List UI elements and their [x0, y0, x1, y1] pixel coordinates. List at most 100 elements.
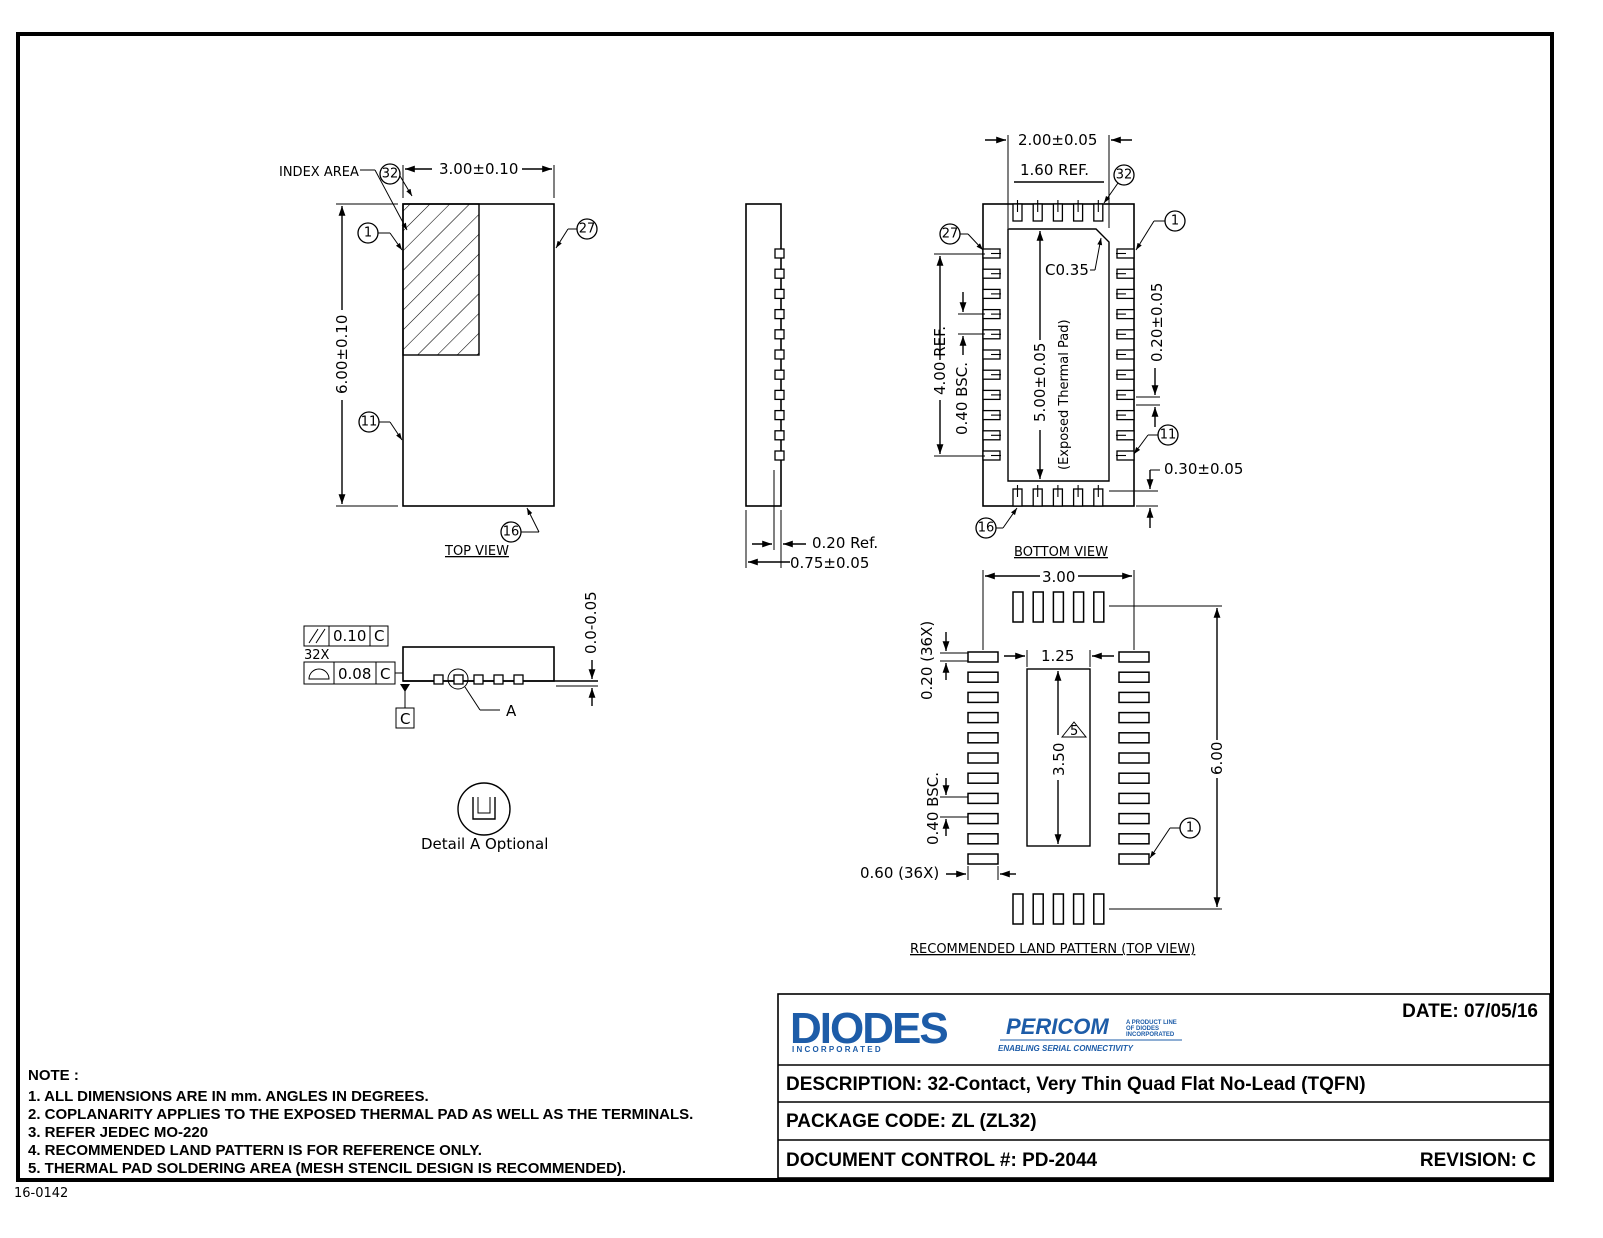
lp-right-pad [1118, 711, 1150, 724]
detail-ref: A [506, 702, 517, 720]
lp-top-pad [1052, 591, 1065, 623]
note-5: 5. THERMAL PAD SOLDERING AREA (MESH STEN… [28, 1160, 626, 1177]
notes: NOTE : 1. ALL DIMENSIONS ARE IN mm. ANGL… [28, 1067, 693, 1177]
side-lead [774, 329, 785, 340]
side-lead [774, 369, 785, 380]
bv-pitch: 0.40 BSC. [953, 362, 971, 435]
pericom-tag-1: A PRODUCT LINE [1126, 1020, 1177, 1026]
bottom-view: 2.00±0.05 1.60 REF. C0.35 5.00±0.05 (Exp… [931, 131, 1243, 560]
lp-left-pad [967, 691, 999, 704]
side-ref-dim: 0.20 Ref. [812, 534, 878, 552]
lp-bottom-pad [1012, 893, 1024, 925]
lp-pad-length: 0.60 (36X) [860, 864, 939, 882]
lp-left-pad [967, 812, 999, 825]
land-pattern: 3.00 1.25 3.50 5 6.00 0.20 (36X) 0.40 BS… [860, 568, 1226, 957]
lp-right-pad [1118, 671, 1150, 683]
lp-pin-1: 1 [1186, 821, 1194, 836]
pericom-logo: PERICOM [1006, 1014, 1109, 1039]
bottom-lead [473, 674, 484, 685]
tb-revision: REVISION: C [1420, 1150, 1536, 1171]
bv-lead-length: 0.30±0.05 [1164, 460, 1243, 478]
lp-bottom-pad [1093, 893, 1105, 925]
lp-center-length: 3.50 [1050, 743, 1068, 776]
pericom-logo-sub: ENABLING SERIAL CONNECTIVITY [998, 1044, 1134, 1053]
lp-left-pad [967, 671, 999, 683]
lp-top-pad [1093, 591, 1105, 623]
lp-right-pad [1118, 752, 1150, 764]
tb-doc-control: DOCUMENT CONTROL #: PD-2044 [786, 1150, 1098, 1171]
lp-top-pad [1072, 591, 1085, 623]
notes-title: NOTE : [28, 1067, 79, 1084]
bv-pin-11: 11 [1160, 428, 1177, 443]
lp-left-pad [967, 853, 999, 865]
top-height-dim: 6.00±0.10 [333, 315, 351, 394]
coplanarity-dim: 0.0-0.05 [582, 591, 600, 654]
side-height-dim: 0.75±0.05 [790, 554, 869, 572]
lp-left-pad [967, 772, 999, 784]
bv-pin-1: 1 [1171, 214, 1179, 229]
bottom-lead [453, 674, 464, 685]
bv-pin-16: 16 [978, 521, 995, 536]
side-bottom-leads [433, 674, 524, 685]
top-pin-27: 27 [579, 222, 596, 237]
note-2: 2. COPLANARITY APPLIES TO THE EXPOSED TH… [28, 1106, 693, 1123]
land-pattern-label: RECOMMENDED LAND PATTERN (TOP VIEW) [910, 942, 1195, 957]
bottom-view-label: BOTTOM VIEW [1014, 545, 1108, 560]
side-lead [774, 409, 785, 421]
lp-left-pad [967, 752, 999, 764]
side-lead [774, 450, 785, 461]
bottom-lead [513, 674, 524, 685]
thermal-pad [1007, 228, 1110, 482]
bv-chamfer: C0.35 [1045, 261, 1089, 279]
top-pin-32: 32 [382, 167, 399, 182]
profile-tolerance: 0.08 [338, 665, 371, 683]
bv-lead-width: 0.20±0.05 [1148, 283, 1166, 362]
top-pin-11: 11 [361, 415, 378, 430]
index-area-label: INDEX AREA [279, 165, 359, 180]
lp-right-pad [1118, 853, 1150, 865]
lp-pitch: 0.40 BSC. [924, 772, 942, 845]
tb-package-code: PACKAGE CODE: ZL (ZL32) [786, 1111, 1037, 1132]
side-view-horizontal: 0.0-0.05 A 0.10 C 32X 0.08 C C [303, 591, 600, 729]
note-3: 3. REFER JEDEC MO-220 [28, 1124, 208, 1141]
top-width-dim: 3.00±0.10 [439, 160, 518, 178]
parallel-datum: C [374, 627, 384, 645]
bottom-lead [433, 674, 444, 685]
lp-bottom-pad [1052, 893, 1065, 925]
lp-bottom-pad [1032, 893, 1044, 925]
lp-left-pad [967, 732, 999, 744]
lp-right-pad [1118, 732, 1150, 744]
top-view-label: TOP VIEW [444, 544, 509, 559]
datum-c: C [400, 710, 410, 728]
lp-right-pad [1118, 651, 1150, 663]
lp-left-pad [967, 833, 999, 845]
lp-center-pad [1026, 668, 1091, 847]
lp-left-pad [967, 651, 999, 663]
top-view: 3.00±0.10 6.00±0.10 INDEX AREA 32 1 27 1… [279, 160, 598, 559]
index-area-hatch [402, 203, 480, 356]
diodes-logo: DIODES [790, 1004, 947, 1053]
side-lead [774, 349, 785, 360]
bv-thermal-pad: (Exposed Thermal Pad) [1057, 319, 1072, 470]
lp-right-pad [1118, 772, 1150, 784]
bv-pad-width: 2.00±0.05 [1018, 131, 1097, 149]
tb-date: DATE: 07/05/16 [1402, 1001, 1538, 1022]
lp-height: 6.00 [1208, 742, 1226, 775]
lp-right-pad [1118, 812, 1150, 825]
lp-right-pad [1118, 833, 1150, 845]
side-view-vertical: 0.20 Ref. 0.75±0.05 [745, 203, 878, 572]
bv-pin-27: 27 [942, 227, 959, 242]
tb-description: DESCRIPTION: 32-Contact, Very Thin Quad … [786, 1074, 1366, 1095]
pericom-tag-3: INCORPORATED [1126, 1032, 1175, 1038]
bottom-view-leads [982, 200, 1135, 507]
lp-left-pad [967, 792, 999, 805]
note-1: 1. ALL DIMENSIONS ARE IN mm. ANGLES IN D… [28, 1088, 429, 1105]
side-lead [774, 308, 785, 320]
diodes-logo-sub: I N C O R P O R A T E D [792, 1045, 881, 1054]
lp-width: 3.00 [1042, 568, 1075, 586]
bv-pad-ref: 1.60 REF. [1020, 161, 1089, 179]
lp-right-pad [1118, 792, 1150, 805]
side-view-leads [774, 248, 785, 461]
lp-right-pad [1118, 691, 1150, 704]
